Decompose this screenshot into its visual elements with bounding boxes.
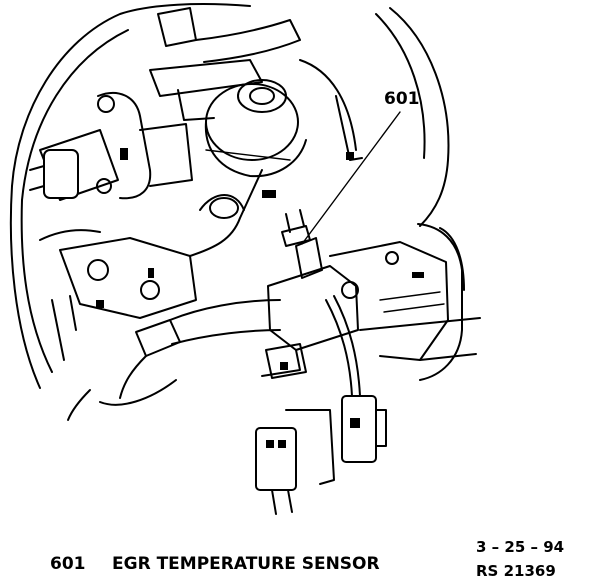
left-body-panel [9, 3, 251, 389]
right-bracket [329, 223, 481, 381]
callout-leader-line [301, 111, 401, 245]
shading-details [96, 148, 424, 370]
throttle-body-block [29, 91, 193, 201]
sensor-housing [261, 209, 359, 379]
right-body-panel [375, 7, 450, 227]
egr-valve-housing [204, 59, 363, 178]
lower-hose [67, 299, 281, 421]
legend-text: EGR TEMPERATURE SENSOR [112, 554, 380, 574]
sensor-wire-harness [325, 295, 387, 463]
stamp-date: 3 – 25 – 94 [476, 538, 565, 556]
callout-number: 601 [384, 89, 420, 109]
callout-601: 601 [301, 89, 420, 245]
sensor-connector [341, 395, 377, 463]
top-hose [149, 7, 301, 121]
legend-number: 601 [50, 554, 86, 574]
stamp-ref: RS 21369 [476, 562, 556, 580]
mating-connector [255, 409, 335, 515]
intake-manifold [39, 169, 263, 361]
